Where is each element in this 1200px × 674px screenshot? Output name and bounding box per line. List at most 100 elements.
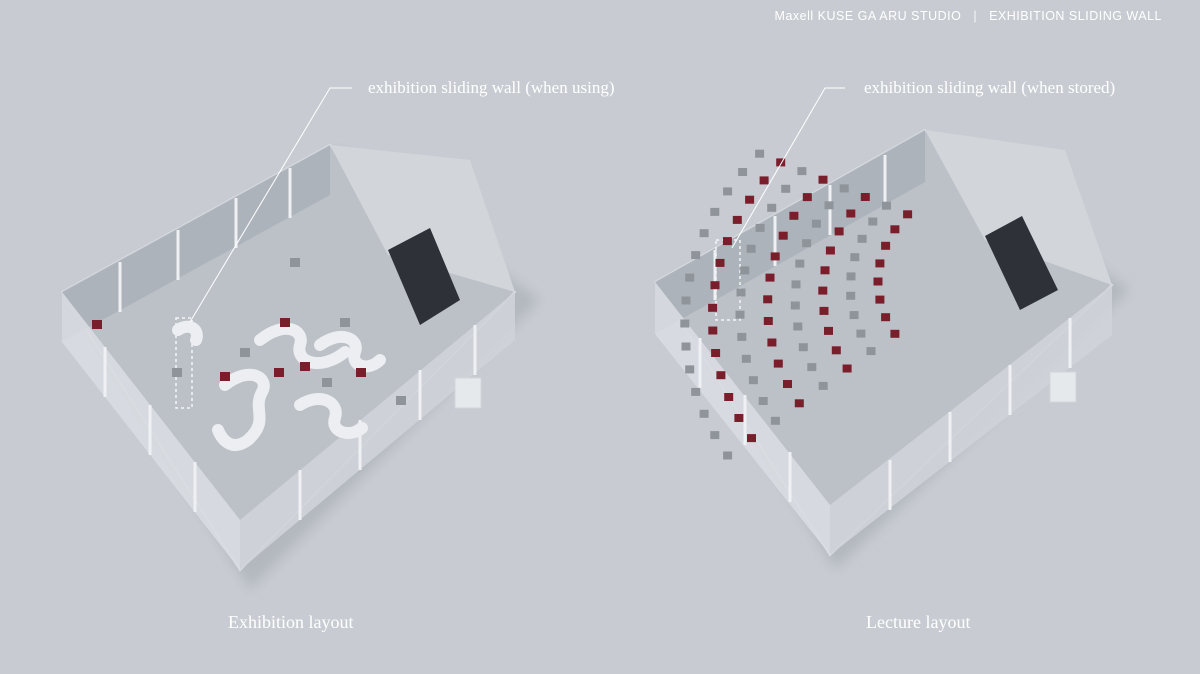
lecture-chair — [763, 295, 773, 304]
lecture-chair — [773, 359, 783, 368]
lecture-chair — [834, 227, 844, 236]
lecture-back-wall — [655, 130, 925, 334]
lecture-chair — [875, 259, 885, 268]
exhibition-caption: Exhibition layout — [228, 612, 354, 632]
lecture-chair — [850, 253, 860, 262]
lecture-chair — [738, 168, 748, 176]
lecture-mullions — [698, 155, 1072, 510]
lecture-chair — [691, 251, 701, 260]
lecture-seating — [680, 149, 913, 460]
lecture-chair — [783, 380, 792, 388]
lecture-chair — [680, 319, 690, 328]
lecture-chair — [890, 329, 900, 338]
lecture-chair — [839, 184, 849, 193]
lecture-chair — [824, 326, 833, 335]
lecture-chair — [903, 210, 913, 219]
lecture-screen — [985, 216, 1058, 310]
lecture-chair — [818, 175, 828, 184]
lecture-chair — [732, 215, 742, 224]
lecture-chair — [759, 176, 769, 185]
lecture-chair — [763, 317, 773, 325]
lecture-chair — [710, 207, 720, 216]
lecture-chair — [793, 322, 803, 331]
lecture-chair — [881, 313, 891, 322]
lecture-chair — [820, 266, 830, 275]
lecture-chair — [767, 338, 777, 347]
lecture-chair — [723, 187, 733, 196]
lecture-chair — [767, 203, 777, 212]
lecture-chair — [776, 158, 786, 167]
lecture-chair — [846, 209, 856, 218]
lecture-chair — [807, 363, 817, 372]
lecture-chair — [802, 239, 812, 248]
exhibition-chairs — [92, 258, 406, 405]
lecture-chair — [781, 184, 791, 193]
exhibition-model — [60, 143, 540, 590]
lecture-chair — [681, 342, 691, 351]
lecture-chair — [842, 364, 852, 373]
lecture-chair — [868, 217, 878, 226]
lecture-chair — [811, 219, 821, 228]
lecture-chair — [722, 237, 732, 246]
lecture-chair — [856, 329, 866, 338]
lecture-chair — [708, 326, 718, 335]
exhibition-s-tables — [172, 320, 386, 451]
exhibition-front-right-wall — [240, 292, 515, 570]
lecture-chair — [873, 277, 883, 286]
lecture-chair — [710, 281, 720, 290]
lecture-chair — [818, 286, 828, 295]
lecture-callout-label: exhibition sliding wall (when stored) — [864, 78, 1116, 97]
lecture-chair — [740, 266, 750, 275]
lecture-chair — [708, 303, 718, 312]
lecture-chair — [890, 225, 900, 234]
page-header: Maxell KUSE GA ARU STUDIO | EXHIBITION S… — [775, 9, 1162, 23]
lecture-chair — [789, 211, 799, 220]
lecture-chair — [716, 371, 726, 380]
lecture-chair — [778, 231, 788, 240]
exhibition-back-wall — [62, 145, 330, 342]
lecture-chair — [797, 167, 807, 176]
lecture-chair — [875, 295, 885, 304]
lecture-chair — [685, 365, 695, 374]
lecture-chair — [791, 280, 801, 289]
lecture-chair — [846, 291, 856, 300]
lecture-chair — [723, 451, 733, 460]
lecture-chair — [747, 434, 756, 443]
lecture-chair — [882, 201, 891, 210]
lecture-chair — [745, 195, 755, 204]
studio-name: Maxell KUSE GA ARU STUDIO — [774, 9, 962, 23]
exhibition-callout-leader — [189, 87, 352, 323]
lecture-chair — [699, 229, 709, 238]
lecture-chair — [770, 252, 780, 261]
lecture-chair — [755, 149, 765, 158]
lecture-chair — [794, 399, 804, 408]
lecture-chair — [795, 259, 805, 268]
lecture-chair — [860, 193, 870, 201]
lecture-chair — [746, 244, 756, 253]
header-title: EXHIBITION SLIDING WALL — [989, 9, 1162, 23]
exhibition-mullions — [103, 168, 477, 520]
lecture-sink — [1049, 371, 1077, 403]
lecture-model — [653, 128, 1130, 570]
lecture-chair — [765, 273, 775, 282]
lecture-chair — [748, 376, 758, 385]
lecture-chair — [715, 258, 725, 267]
lecture-chair — [802, 193, 812, 202]
lecture-chair — [866, 347, 876, 356]
lecture-front-right-wall — [830, 285, 1112, 555]
lecture-chair — [685, 273, 695, 282]
exhibition-storage-room — [330, 145, 515, 292]
lecture-chair — [818, 381, 828, 390]
lecture-chair — [755, 223, 765, 232]
lecture-chair — [736, 288, 746, 297]
lecture-chair — [711, 349, 721, 357]
lecture-chair — [734, 414, 744, 422]
lecture-storage-room — [925, 130, 1112, 285]
lecture-chair — [825, 246, 835, 255]
lecture-chair — [699, 409, 709, 418]
exhibition-sink — [454, 377, 482, 409]
lecture-chair — [681, 296, 691, 305]
exhibition-callout-label: exhibition sliding wall (when using) — [368, 78, 615, 97]
